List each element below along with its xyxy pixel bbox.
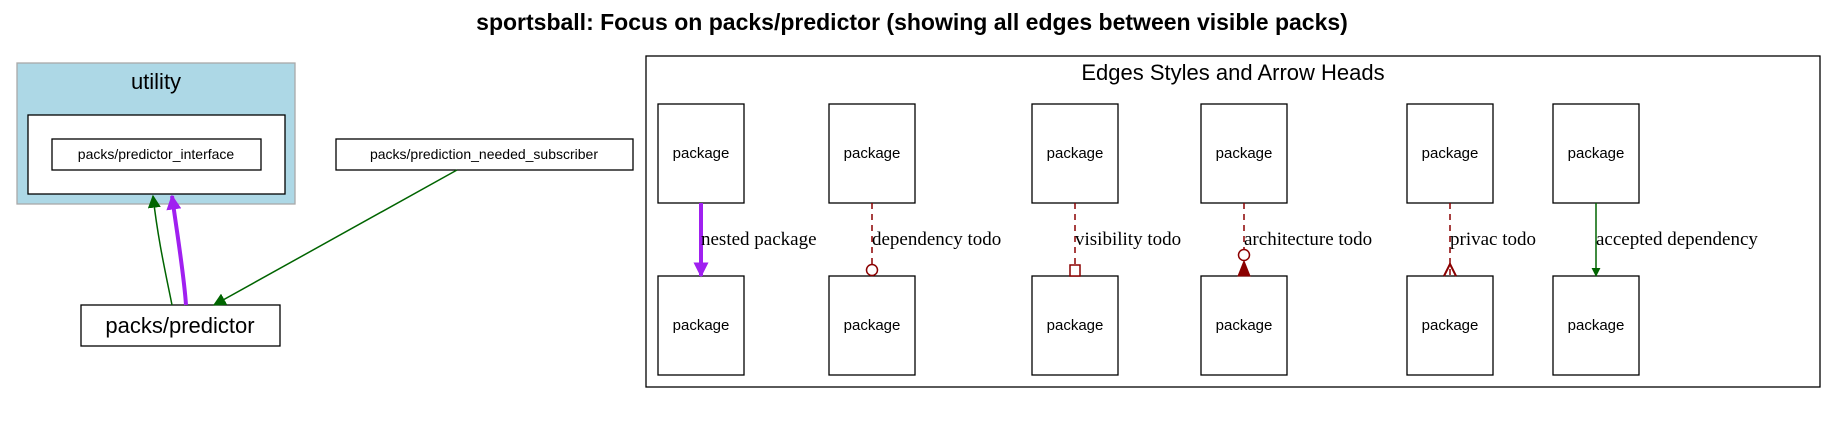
legend-item-architecture-todo: package package architecture todo — [1200, 103, 1372, 376]
legend-title: Edges Styles and Arrow Heads — [1081, 60, 1384, 85]
utility-cluster-label: utility — [131, 69, 181, 94]
utility-cluster: utility packs/predictor_interface — [16, 62, 296, 205]
edge-predictor-to-interface-accepted — [147, 194, 173, 306]
node-prediction-needed-subscriber[interactable] — [335, 138, 634, 171]
legend-item-privac-todo: package package privac todo — [1406, 103, 1536, 376]
legend-node-top — [657, 103, 745, 204]
legend-node-bottom-label: package — [844, 317, 901, 334]
legend-item-nested: package package nested package — [657, 103, 817, 376]
legend-node-top-label: package — [673, 145, 730, 162]
legend-edge-label: accepted dependency — [1596, 229, 1758, 250]
node-predictor-label: packs/predictor — [105, 313, 254, 338]
legend-edge-label: privac todo — [1450, 229, 1536, 250]
legend-node-bottom-label: package — [673, 317, 730, 334]
odot-icon — [1237, 248, 1251, 262]
legend-node-top-label: package — [1216, 145, 1273, 162]
legend-edge-label: visibility todo — [1075, 229, 1181, 250]
legend-node-bottom-label: package — [1047, 317, 1104, 334]
legend-node-top — [1200, 103, 1288, 204]
crow-arrowhead-icon — [1443, 261, 1457, 277]
node-prediction-needed-subscriber-label: packs/prediction_needed_subscriber — [370, 146, 598, 162]
legend-item-accepted-dependency: package package accepted dependency — [1552, 103, 1758, 376]
node-predictor[interactable] — [80, 304, 281, 347]
legend-node-top-label: package — [1047, 145, 1104, 162]
legend-node-top — [1031, 103, 1119, 204]
legend-node-bottom — [1406, 275, 1494, 376]
node-predictor-interface-label: packs/predictor_interface — [78, 146, 235, 162]
obox-arrowhead-icon — [1069, 264, 1081, 277]
legend-item-dependency-todo: package package dependency todo — [828, 103, 1001, 376]
edge-predictor-to-interface-nested — [166, 194, 188, 306]
legend-node-bottom — [1200, 275, 1288, 376]
legend-node-bottom-label: package — [1568, 317, 1625, 334]
legend-node-top-label: package — [1568, 145, 1625, 162]
legend-node-bottom-label: package — [1422, 317, 1479, 334]
diagram-title: sportsball: Focus on packs/predictor (sh… — [476, 9, 1348, 35]
legend-edge-label: architecture todo — [1244, 229, 1372, 250]
legend-edge-label: nested package — [701, 229, 817, 250]
legend-node-top — [1552, 103, 1640, 204]
legend-edge-label: dependency todo — [872, 229, 1001, 250]
legend-node-top — [828, 103, 916, 204]
edge-subscriber-to-predictor — [212, 169, 458, 306]
legend-node-bottom — [657, 275, 745, 376]
inv-arrowhead-icon — [1237, 259, 1251, 277]
legend-node-bottom — [828, 275, 916, 376]
odot-arrowhead-icon — [865, 263, 879, 277]
legend-node-top-label: package — [844, 145, 901, 162]
node-predictor-interface[interactable] — [51, 138, 262, 171]
legend-node-bottom-label: package — [1216, 317, 1273, 334]
legend-item-visibility-todo: package package visibility todo — [1031, 103, 1181, 376]
legend-node-bottom — [1552, 275, 1640, 376]
legend-node-top — [1406, 103, 1494, 204]
legend-node-top-label: package — [1422, 145, 1479, 162]
